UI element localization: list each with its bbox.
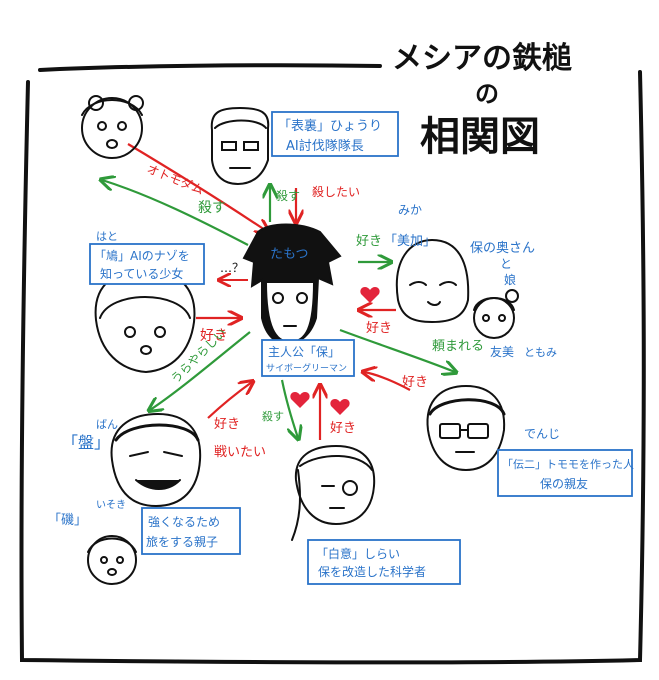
tamotsu-name-tag: たもつ <box>270 247 308 262</box>
tomomi-face-sketch <box>473 289 519 339</box>
mika-note-line3: 娘 <box>504 272 516 287</box>
shirai-box-line1: 「白意」しらい <box>316 546 400 561</box>
isoki-name: 「磯」 <box>48 513 87 528</box>
heart-icon <box>360 287 380 303</box>
heart-icon <box>290 392 310 408</box>
mika-reading: みか <box>398 203 422 217</box>
tamotsu-info-box <box>261 339 355 377</box>
arrow-urayamashii <box>150 331 251 410</box>
denji-info-box <box>497 449 633 497</box>
hato-box-line1: 「鳩」AIのナゾを <box>94 249 190 263</box>
hyouri-box-line1: 「表裏」ひょうり <box>278 119 382 134</box>
title-line2: の <box>475 80 499 108</box>
denji-face-sketch <box>426 384 506 472</box>
shirai-info-box <box>307 539 461 585</box>
hato-info-box <box>89 243 205 285</box>
title-line3: 相関図 <box>420 114 540 160</box>
arrow-suki-denji <box>364 372 411 391</box>
label-otomodamu: オトモダム <box>145 161 206 197</box>
tomomi-reading: ともみ <box>524 346 557 359</box>
denji-box-line2: 保の親友 <box>540 477 588 491</box>
mika-name: 「美加」 <box>384 234 436 249</box>
tamotsu-box-line2: サイボーグリーマン <box>266 362 347 374</box>
label-tanomareru: 頼まれる <box>432 339 484 354</box>
hyouri-info-box <box>271 111 399 157</box>
denji-reading: でんじ <box>524 427 560 441</box>
isoki-info-box <box>141 507 241 555</box>
hyouri-box-line2: AI討伐隊隊長 <box>286 138 364 154</box>
label-suki-mika: 好き <box>356 234 382 249</box>
hyouri-face-sketch <box>210 106 270 186</box>
label-suki-ban: 好き <box>214 417 240 432</box>
label-suki-shirai: 好き <box>330 421 356 436</box>
hato-large-face-sketch <box>94 268 196 374</box>
isoki-box-line1: 強くなるため <box>148 515 220 529</box>
label-suki-from-mika: 好き <box>366 321 392 336</box>
tamotsu-box-line1: 主人公「保」 <box>268 345 340 359</box>
isoki-box-line2: 旅をする親子 <box>146 535 218 549</box>
label-suki-denji: 好き <box>402 375 428 390</box>
label-korosu-up: 殺す <box>276 189 300 203</box>
shirai-box-line2: 保を改造した科学者 <box>318 564 426 579</box>
arrow-suki-ban <box>207 382 252 419</box>
ban-name: 「盤」 <box>62 433 110 452</box>
mika-note-line1: 保の奥さん <box>470 241 535 256</box>
mika-face-sketch <box>395 238 470 324</box>
tamotsu-face-sketch <box>242 223 342 346</box>
arrows <box>102 143 455 440</box>
label-korosu-shirai: 殺す <box>262 409 284 423</box>
mika-note-line2: と <box>500 257 512 271</box>
denji-box-line1: 「伝二」トモモを作った人 <box>502 458 634 471</box>
title-line1: メシアの鉄槌 <box>392 41 572 76</box>
label-koroshitai: 殺したい <box>312 185 360 199</box>
isoki-reading: いそき <box>96 499 126 511</box>
ban-face-sketch <box>110 412 202 508</box>
ban-reading: ばん <box>96 418 118 431</box>
tomomi-name: 友美 <box>490 345 514 359</box>
frame-border <box>19 63 646 665</box>
arrow-kill-hato <box>102 180 249 246</box>
shirai-face-sketch <box>291 444 376 541</box>
label-tatakaitai: 戦いたい <box>214 445 266 460</box>
label-suki-hato: 好き <box>200 328 228 344</box>
label-question: …？ <box>220 261 244 275</box>
label-korosu-hato: 殺す <box>198 200 226 216</box>
hato-box-line2: 知っている少女 <box>100 266 183 281</box>
arrow-otomodamu <box>127 143 268 232</box>
heart-icon <box>330 399 350 415</box>
isoki-face-sketch <box>87 535 137 585</box>
hato-reading: はと <box>96 230 118 243</box>
arrow-kill-shirai <box>280 379 298 438</box>
hato-face-sketch <box>81 95 144 159</box>
arrow-tanomareru <box>339 328 455 372</box>
